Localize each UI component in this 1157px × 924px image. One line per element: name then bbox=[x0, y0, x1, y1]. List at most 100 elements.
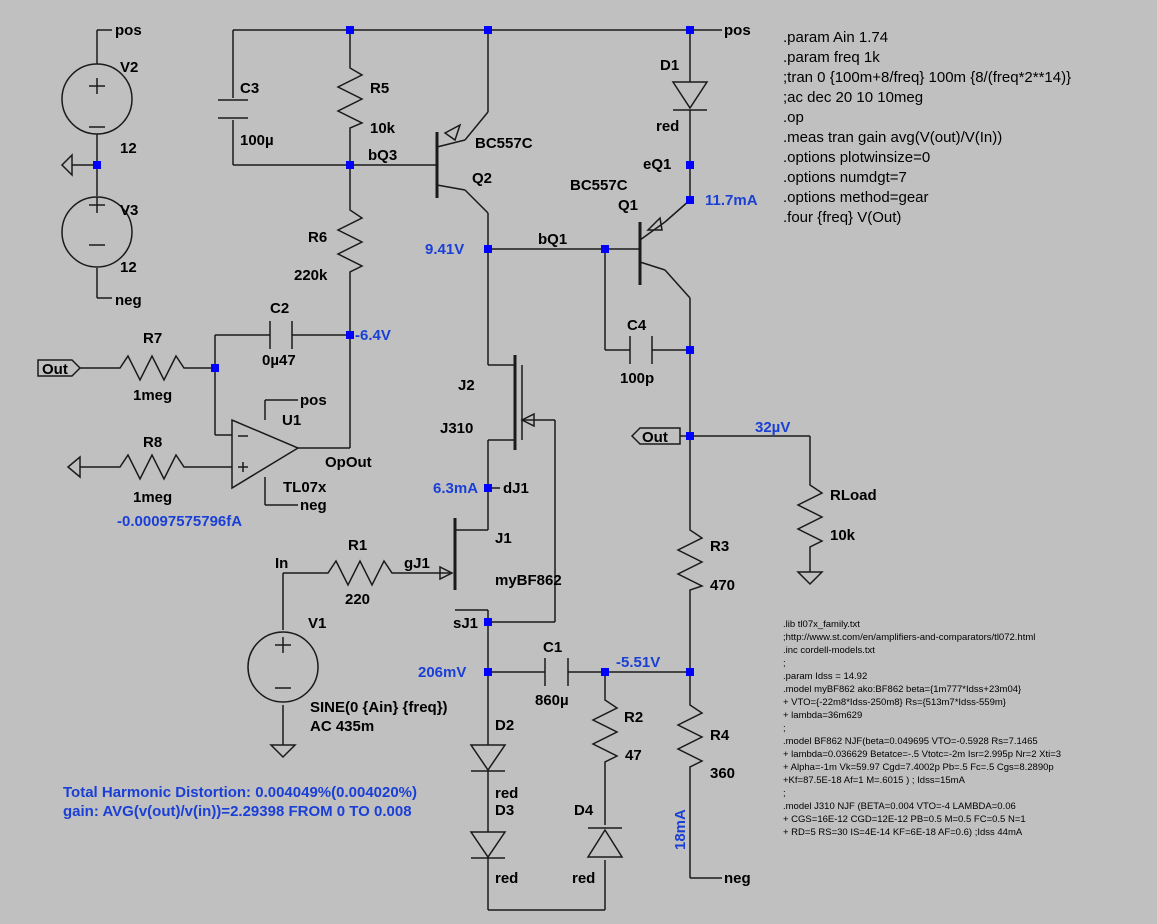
d1-value: red bbox=[656, 118, 679, 135]
library-line: ; bbox=[783, 788, 786, 799]
r5-name: R5 bbox=[370, 80, 389, 97]
v1-line1: SINE(0 {Ain} {freq}) bbox=[310, 699, 448, 716]
net-out-right: Out bbox=[642, 429, 668, 446]
net-neg-u1: neg bbox=[300, 497, 327, 514]
r8-value: 1meg bbox=[133, 489, 172, 506]
j1-model: myBF862 bbox=[495, 572, 562, 589]
d4-symbol bbox=[586, 827, 624, 858]
q1-symbol bbox=[638, 216, 666, 285]
directive-line: .meas tran gain avg(V(out)/V(In)) bbox=[783, 129, 1002, 146]
spice-directives: .param Ain 1.74 .param freq 1k ;tran 0 {… bbox=[783, 29, 1071, 226]
ann-v-opamp-neg: -6.4V bbox=[355, 327, 391, 344]
library-line: + VTO={-22m8*Idss-250m8} Rs={513m7*Idss-… bbox=[783, 697, 1006, 708]
q2-model: BC557C bbox=[475, 135, 533, 152]
r5-value: 10k bbox=[370, 120, 396, 137]
directive-line: ;ac dec 20 10 10meg bbox=[783, 89, 923, 106]
ground-icon bbox=[269, 744, 297, 759]
library-line: .model myBF862 ako:BF862 beta={1m777*Ids… bbox=[783, 684, 1021, 695]
library-line: + Alpha=-1m Vk=59.97 Cgd=7.4002p Pb=.5 F… bbox=[783, 762, 1054, 773]
j2-model: J310 bbox=[440, 420, 473, 437]
ann-v-out: 32µV bbox=[755, 419, 790, 436]
v1-line2: AC 435m bbox=[310, 718, 374, 735]
directive-line: .options numdgt=7 bbox=[783, 169, 907, 186]
out-port-right bbox=[630, 427, 681, 445]
r4-value: 360 bbox=[710, 765, 735, 782]
rload-value: 10k bbox=[830, 527, 856, 544]
library-line: ; bbox=[783, 658, 786, 669]
r6-symbol bbox=[336, 200, 364, 285]
net-neg-v3: neg bbox=[115, 292, 142, 309]
v2-name: V2 bbox=[120, 59, 138, 76]
rload-symbol bbox=[796, 475, 824, 555]
d2-symbol bbox=[469, 744, 507, 772]
q1-model: BC557C bbox=[570, 177, 628, 194]
c2-value: 0µ47 bbox=[262, 352, 296, 369]
d2-value: red bbox=[495, 785, 518, 802]
net-pos-top: pos bbox=[724, 22, 751, 39]
d3-name: D3 bbox=[495, 802, 514, 819]
r2-symbol bbox=[591, 690, 619, 768]
u1-model: TL07x bbox=[283, 479, 327, 496]
model-library-text: .lib tl07x_family.txt ;http://www.st.com… bbox=[783, 619, 1061, 838]
ann-i-q1: 11.7mA bbox=[705, 192, 758, 209]
directive-line: ;tran 0 {100m+8/freq} 100m {8/(freq*2**1… bbox=[783, 69, 1071, 86]
ann-i-r8: -0.00097575796fA bbox=[117, 513, 242, 530]
u1-name: U1 bbox=[282, 412, 301, 429]
v2-value: 12 bbox=[120, 140, 137, 157]
r3-value: 470 bbox=[710, 577, 735, 594]
net-dj1: dJ1 bbox=[503, 480, 529, 497]
d1-name: D1 bbox=[660, 57, 679, 74]
d2-name: D2 bbox=[495, 717, 514, 734]
wires bbox=[72, 29, 811, 911]
library-line: .param Idss = 14.92 bbox=[783, 671, 867, 682]
c2-name: C2 bbox=[270, 300, 289, 317]
c3-symbol bbox=[218, 99, 248, 119]
j2-symbol bbox=[513, 355, 535, 450]
c3-name: C3 bbox=[240, 80, 259, 97]
c1-symbol bbox=[544, 658, 569, 686]
r6-name: R6 bbox=[308, 229, 327, 246]
v3-value: 12 bbox=[120, 259, 137, 276]
r4-symbol bbox=[676, 695, 704, 790]
library-line: .model BF862 NJF(beta=0.049695 VTO=-0.59… bbox=[783, 736, 1038, 747]
r4-name: R4 bbox=[710, 727, 730, 744]
ann-thd: Total Harmonic Distortion: 0.004049%(0.0… bbox=[63, 784, 417, 801]
c4-symbol bbox=[629, 336, 653, 364]
c3-value: 100µ bbox=[240, 132, 274, 149]
net-bq1: bQ1 bbox=[538, 231, 567, 248]
junction-nodes bbox=[93, 26, 694, 676]
library-line: +Kf=87.5E-18 Af=1 M=.6015 ) ; Idss=15mA bbox=[783, 775, 966, 786]
ground-icon bbox=[796, 571, 824, 586]
directive-line: .options method=gear bbox=[783, 189, 929, 206]
j2-name: J2 bbox=[458, 377, 475, 394]
ann-v-sj1: 206mV bbox=[418, 664, 466, 681]
r1-symbol bbox=[320, 559, 400, 587]
d1-symbol bbox=[671, 70, 709, 111]
directive-line: .four {freq} V(Out) bbox=[783, 209, 901, 226]
c4-value: 100p bbox=[620, 370, 654, 387]
library-line: ;http://www.st.com/en/amplifiers-and-com… bbox=[783, 632, 1035, 643]
r8-symbol bbox=[112, 453, 188, 481]
r2-value: 47 bbox=[625, 747, 642, 764]
directive-line: .param Ain 1.74 bbox=[783, 29, 888, 46]
net-neg-bottom: neg bbox=[724, 870, 751, 887]
directive-line: .op bbox=[783, 109, 804, 126]
net-pos-v2: pos bbox=[115, 22, 142, 39]
net-gj1: gJ1 bbox=[404, 555, 430, 572]
r7-symbol bbox=[112, 354, 188, 382]
v3-symbol bbox=[61, 196, 133, 268]
library-line: ; bbox=[783, 723, 786, 734]
r3-symbol bbox=[676, 520, 704, 595]
net-eq1: eQ1 bbox=[643, 156, 671, 173]
j1-symbol bbox=[439, 518, 457, 590]
r1-name: R1 bbox=[348, 537, 367, 554]
v2-symbol bbox=[61, 63, 133, 135]
r7-value: 1meg bbox=[133, 387, 172, 404]
net-in: In bbox=[275, 555, 288, 572]
ann-v-bq1: 9.41V bbox=[425, 241, 464, 258]
net-opout: OpOut bbox=[325, 454, 372, 471]
j1-name: J1 bbox=[495, 530, 512, 547]
r6-value: 220k bbox=[294, 267, 328, 284]
net-bq3: bQ3 bbox=[368, 147, 397, 164]
